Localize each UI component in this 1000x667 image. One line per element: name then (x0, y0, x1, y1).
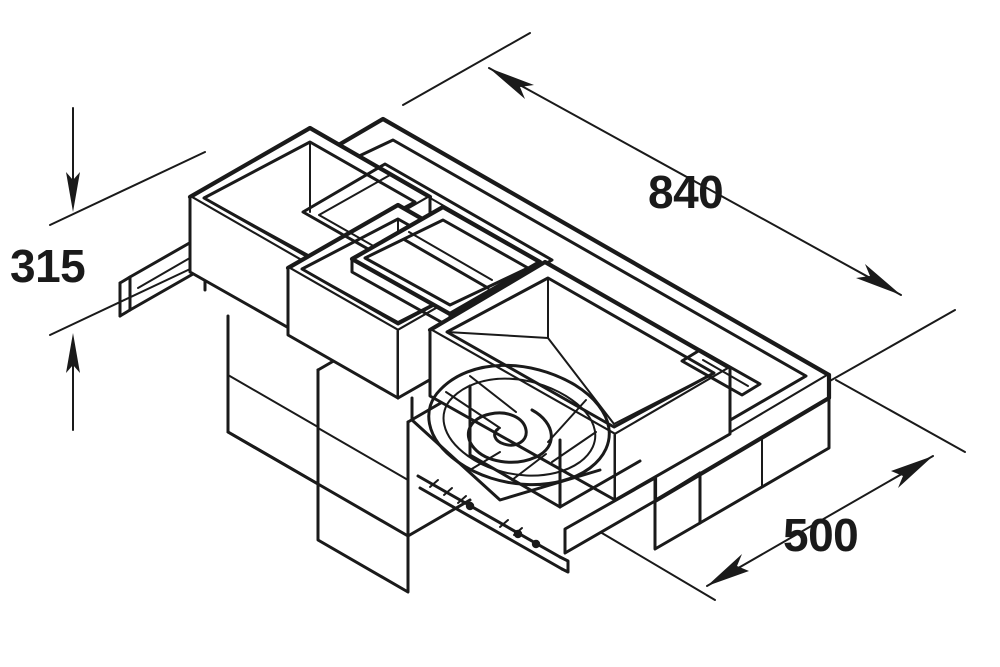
product-assembly (118, 116, 832, 594)
accessory-front-rail (416, 474, 570, 574)
drawer-front-right-edge (406, 498, 472, 538)
dimension-500-arrowhead-lower (707, 554, 749, 586)
frame-right-lower-box (698, 396, 831, 525)
frame-right-lower-box-edge (653, 471, 702, 503)
bin-4-lid-inner (363, 218, 530, 307)
dimension-315: 315 (10, 107, 206, 431)
dimension-500-arrowhead-upper (891, 456, 933, 488)
bin-2-interior-floor-left (301, 268, 399, 323)
accessory-coil-fold-1 (445, 391, 501, 429)
accessory-coil-fold-5 (511, 453, 547, 481)
bin-2-lower-rib (317, 427, 409, 481)
dimension-315-arrowhead-bottom (66, 333, 80, 373)
dimension-840-arrowhead-right (856, 264, 901, 295)
dimension-840-extension-right (827, 309, 956, 383)
accessory-coil-fold-6 (469, 451, 501, 471)
frame-front-lower-box (653, 499, 702, 551)
accessory-coil-spiral (467, 408, 553, 464)
rail-fastener-1 (465, 501, 475, 511)
dimension-315-label: 315 (10, 240, 85, 292)
drawer-front-bottom-edge (317, 539, 409, 593)
bin-3-rim-inner (445, 276, 716, 429)
rail-tick-4 (499, 519, 509, 528)
dimension-315-extension-top (49, 151, 206, 226)
bin-3-right-face (613, 366, 732, 502)
dimension-840-shaft (488, 67, 902, 296)
rail-bottom-edge (418, 486, 564, 571)
bin-1-lower-rib (227, 374, 319, 428)
dimension-500-extension-bottom (584, 522, 716, 601)
drawer-front-upper-edge (226, 430, 320, 486)
accessory-coil-recess-floor (410, 396, 602, 502)
dimension-840: 840 (402, 32, 956, 383)
dimension-315-extension-bottom (49, 261, 206, 336)
accessory-coil-fold-2 (469, 375, 517, 413)
bin-3-lower-front (558, 459, 642, 509)
accessory-coil-inner-pocket (442, 377, 597, 477)
bin-3-interior-floor-a (446, 331, 615, 425)
rail-tick-1 (429, 479, 439, 488)
rail-tick-2 (443, 487, 453, 496)
dimension-315-arrowhead-top (66, 172, 80, 212)
dimension-500-shaft (706, 455, 934, 587)
rail-fastener-3 (531, 539, 541, 549)
dimension-840-arrowhead-left (489, 68, 534, 99)
bin-1-interior-floor-left (203, 197, 311, 257)
bin-3-interior-floor-b (613, 372, 715, 425)
rail-fastener-2 (513, 529, 523, 539)
rail-end-cap (558, 555, 570, 574)
bin-3-lower-left (468, 384, 562, 509)
accessory-coiled-bag-roll (410, 363, 611, 502)
dimension-500: 500 (584, 379, 966, 601)
rail-tick-3 (457, 495, 467, 504)
dimension-500-extension-top (835, 379, 966, 453)
bin-3-long-right (427, 259, 762, 509)
bin-4-lid-split-edge (408, 231, 493, 281)
dimension-840-label: 840 (648, 166, 723, 218)
accessory-coil-fold-3 (547, 399, 587, 443)
bin-3-handle-cutout (680, 348, 762, 397)
accessory-coil-fold-4 (551, 431, 597, 463)
drawer-front-lower (226, 430, 472, 594)
dimension-840-extension-left (402, 32, 531, 106)
dimension-500-label: 500 (783, 509, 858, 561)
bin-4-lid-split (403, 238, 490, 290)
bin-3-handle-cutout-inner (702, 359, 749, 387)
frame-front-apron (563, 476, 657, 555)
